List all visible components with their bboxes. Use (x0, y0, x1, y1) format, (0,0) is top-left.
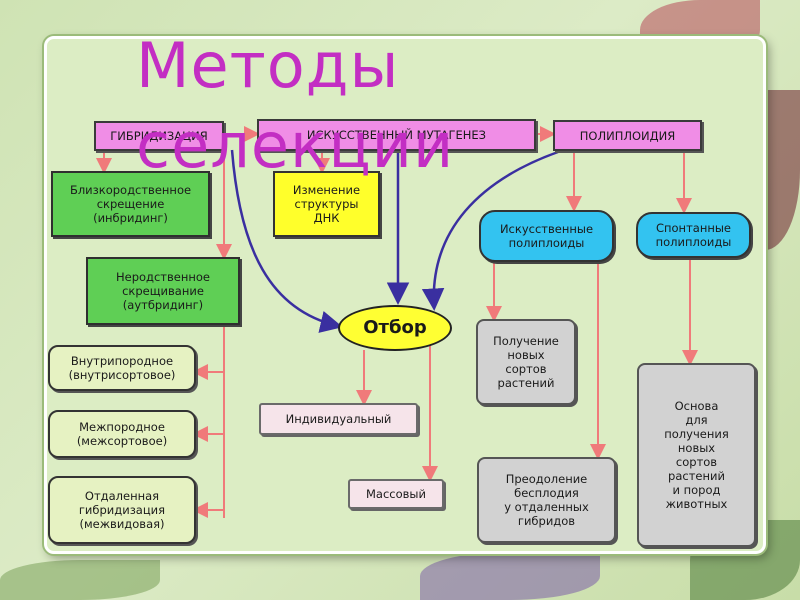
node-spontaneous-polyploids: Спонтанные полиплоиды (636, 212, 751, 258)
node-distant-hybridization: Отдаленная гибридизация (межвидовая) (48, 476, 196, 544)
title-line-2: селекции (136, 109, 455, 182)
node-mutagenesis: ИСКУССТВЕННЫЙ МУТАГЕНЕЗ (257, 119, 536, 151)
node-intrabreed: Внутрипородное (внутрисортовое) (48, 345, 196, 391)
node-selection: Отбор (338, 305, 452, 351)
node-overcoming: Преодоление бесплодия у отдаленных гибри… (477, 457, 616, 543)
decor-leaf (420, 552, 600, 600)
node-mass: Массовый (348, 479, 444, 509)
title-line-1: Методы (136, 29, 400, 102)
node-hybridization: ГИБРИДИЗАЦИЯ (94, 121, 224, 151)
decor-leaf (0, 560, 160, 600)
node-basis: Основа для получения новых сортов растен… (637, 363, 756, 547)
arrow-hyb-to-selection (230, 149, 343, 333)
node-interbreed: Межпородное (межсортовое) (48, 410, 196, 458)
node-dna-change: Изменение структуры ДНК (273, 171, 380, 237)
node-outbreeding: Неродственное скрещивание (аутбридинг) (86, 257, 240, 325)
node-new-varieties: Получение новых сортов растений (476, 319, 576, 405)
node-artificial-polyploids: Искусственные полиплоиды (479, 210, 614, 262)
node-individual: Индивидуальный (259, 403, 418, 435)
node-inbreeding: Близкородственное скрещение (инбридинг) (51, 171, 210, 237)
node-polyploidy: ПОЛИПЛОИДИЯ (553, 120, 702, 151)
arrow-poly-to-selection (421, 150, 559, 311)
